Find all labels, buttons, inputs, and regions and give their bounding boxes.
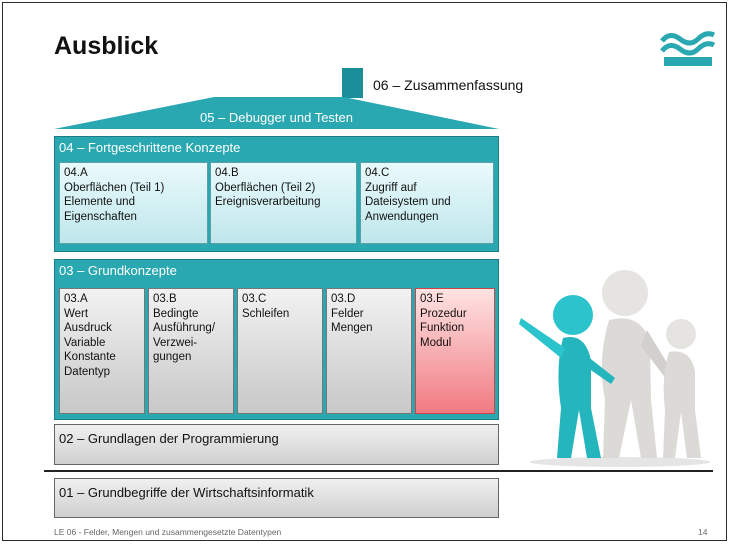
card-03a: 03.A Wert Ausdruck Variable Konstante Da… xyxy=(59,288,145,414)
people-figures-image xyxy=(519,270,710,467)
roof xyxy=(54,97,499,129)
page-number: 14 xyxy=(698,527,708,537)
summary-label: 06 – Zusammenfassung xyxy=(373,77,524,93)
foundation-bar: 02 – Grundlagen der Programmierung xyxy=(54,424,499,465)
card-03d: 03.D Felder Mengen xyxy=(326,288,412,414)
university-logo-icon xyxy=(660,31,716,66)
ground-line xyxy=(44,470,713,472)
footer-text: LE 06 - Felder, Mengen und zusammengeset… xyxy=(54,527,282,537)
card-04c: 04.C Zugriff auf Dateisystem und Anwendu… xyxy=(360,162,494,244)
basic-concepts-title: 03 – Grundkonzepte xyxy=(59,263,177,278)
card-03e: 03.E Prozedur Funktion Modul xyxy=(415,288,495,414)
card-03b: 03.B Bedingte Ausführung/ Verzwei- gunge… xyxy=(148,288,234,414)
base-bar: 01 – Grundbegriffe der Wirtschaftsinform… xyxy=(54,478,499,518)
card-04a: 04.A Oberflächen (Teil 1) Elemente und E… xyxy=(59,162,208,244)
chimney xyxy=(342,68,363,98)
advanced-concepts-title: 04 – Fortgeschrittene Konzepte xyxy=(59,140,241,155)
slide-title: Ausblick xyxy=(54,32,159,60)
card-03c: 03.C Schleifen xyxy=(237,288,323,414)
roof-label: 05 – Debugger und Testen xyxy=(200,110,353,125)
card-04b: 04.B Oberflächen (Teil 2) Ereignisverarb… xyxy=(210,162,357,244)
